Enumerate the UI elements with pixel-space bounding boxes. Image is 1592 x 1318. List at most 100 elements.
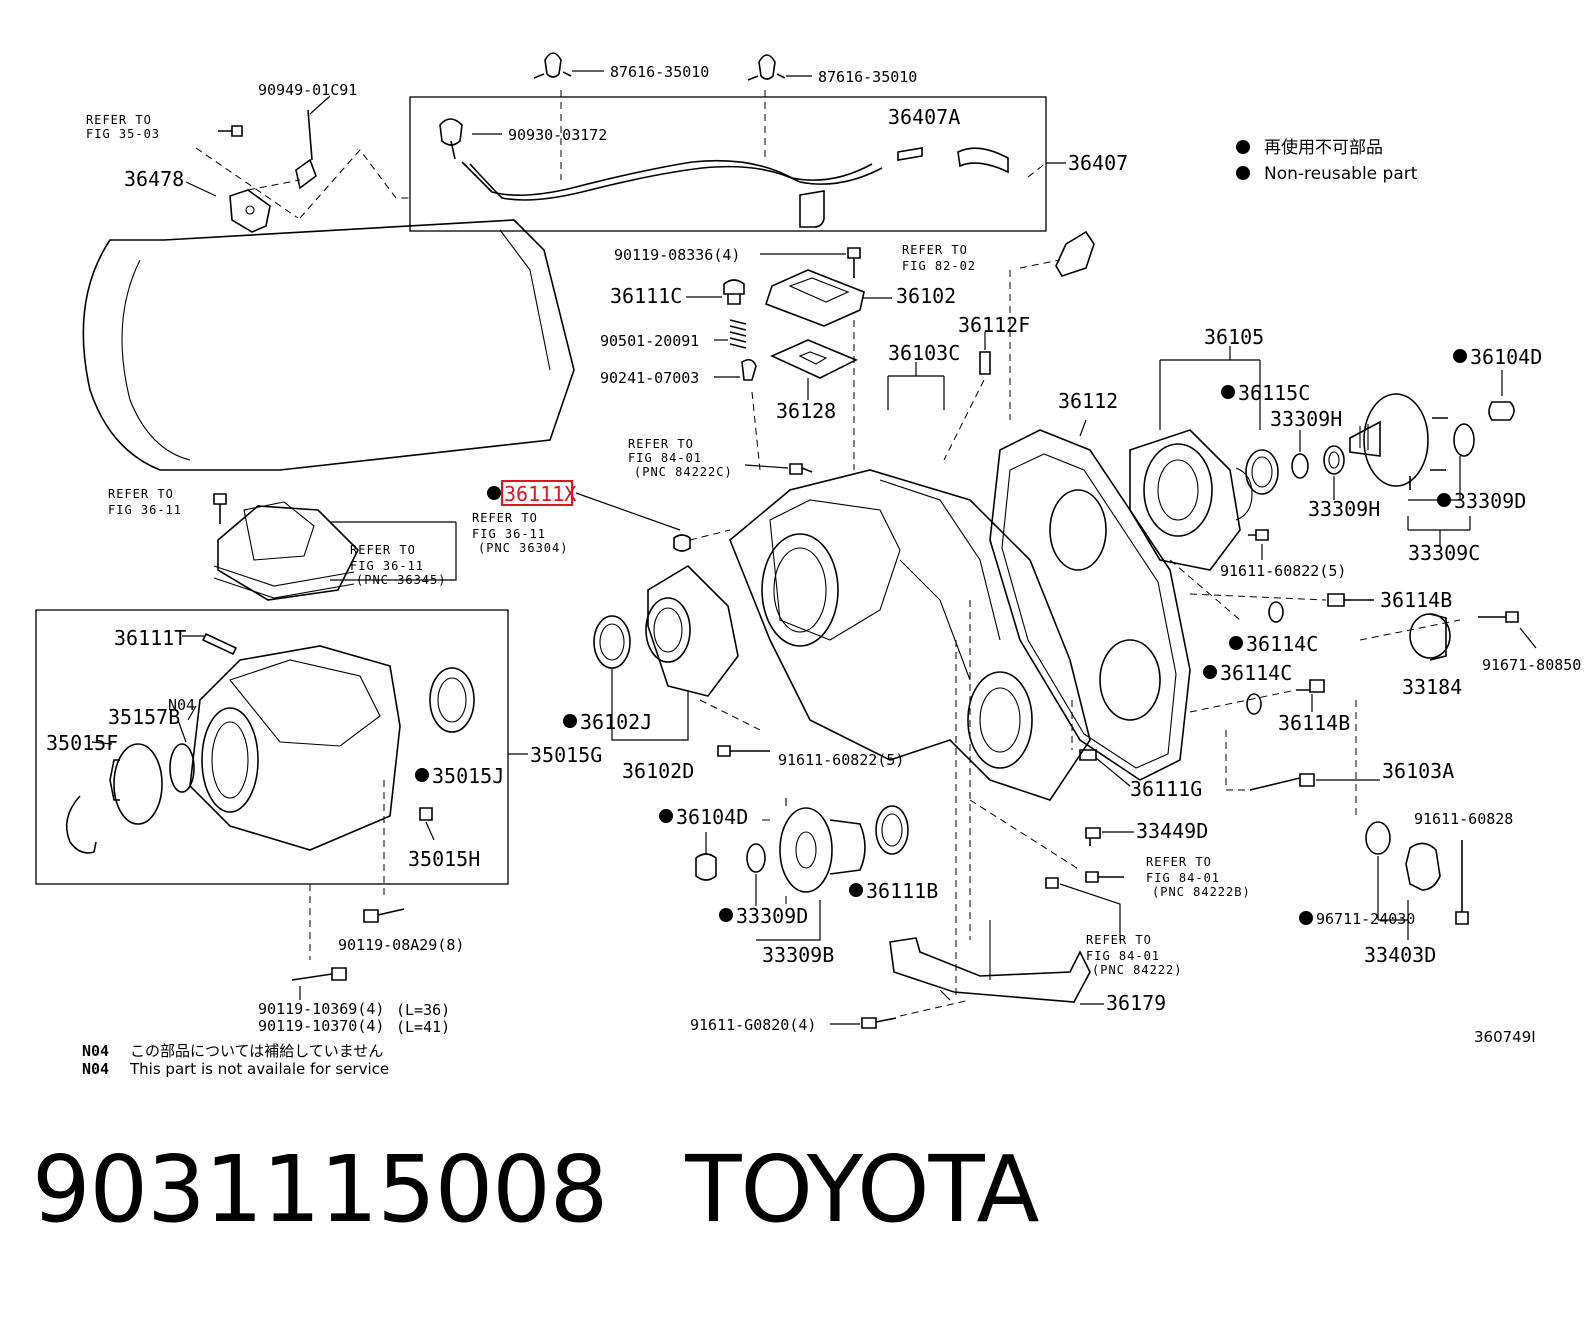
- figure-id: 360749I: [1474, 1028, 1536, 1046]
- label-36105: 36105: [1204, 325, 1264, 349]
- adapter-36102D: [645, 564, 739, 697]
- label-35015F: 35015F: [46, 731, 118, 755]
- sleeve-33403D: [1405, 842, 1441, 891]
- bolt-90119-08336: [847, 247, 861, 278]
- legend-dot-ja: [1236, 140, 1250, 154]
- label-36112: 36112: [1058, 389, 1118, 413]
- label-35015J: 35015J: [432, 764, 504, 788]
- legend-nonreusable-en: Non-reusable part: [1264, 164, 1418, 184]
- seal-36115C: [1245, 449, 1279, 495]
- gasket-36128: [770, 339, 858, 379]
- transfer-case-36103: [729, 469, 1091, 801]
- ref-36-11-b-l1: REFER TO: [472, 511, 538, 525]
- washer-36114C-a: [1268, 601, 1284, 623]
- label-33309H-a: 33309H: [1270, 407, 1342, 431]
- bolt-36114B-b: [1296, 679, 1325, 693]
- ref-84-01-l1: REFER TO: [1086, 933, 1152, 947]
- label-91671: 91671-80850: [1482, 656, 1581, 674]
- label-36102J: 36102J: [580, 710, 652, 734]
- case-cover-36112: [989, 429, 1191, 781]
- label-87616-left: 87616-35010: [610, 63, 709, 81]
- label-L41: (L=41): [396, 1018, 450, 1036]
- label-90501: 90501-20091: [600, 332, 699, 350]
- bolt-90119-08A29: [363, 908, 405, 923]
- label-36112F: 36112F: [958, 313, 1030, 337]
- seal-36102J: [593, 615, 631, 669]
- ref-84-01-l3: (PNC 84222): [1092, 963, 1182, 977]
- label-36407: 36407: [1068, 151, 1128, 175]
- label-36104D-r: 36104D: [1470, 345, 1542, 369]
- label-33309D-l: 33309D: [736, 904, 808, 928]
- label-36114C-a: 36114C: [1246, 632, 1318, 656]
- label-91611-60822-a: 91611-60822(5): [1220, 562, 1346, 580]
- ref-82-02-l1: REFER TO: [902, 243, 968, 257]
- hose-36407A: [799, 147, 923, 228]
- label-90241: 90241-07003: [600, 369, 699, 387]
- nut-36104D-r: [1488, 401, 1515, 421]
- snap-ring-35015F: [65, 795, 97, 854]
- washer-33309H-a: [1291, 453, 1309, 479]
- transmission-outline: [82, 219, 575, 471]
- bolt-36103A: [1249, 773, 1315, 791]
- label-36111G: 36111G: [1130, 777, 1202, 801]
- label-90119-08A29: 90119-08A29(8): [338, 936, 464, 954]
- bolt-90119-10369: [291, 967, 347, 981]
- washer-36114C-b: [1246, 693, 1262, 715]
- bolt-91671: [1478, 611, 1519, 623]
- bolt-ref-84-01-c: [789, 463, 813, 475]
- ref-36-11-a-l1: REFER TO: [108, 487, 174, 501]
- breather-hose: [461, 159, 873, 196]
- flange-33309C: [1349, 393, 1448, 490]
- note-ja: この部品については補給していません: [130, 1042, 383, 1060]
- nonreusable-dot-36114C-a: [1229, 636, 1243, 650]
- label-36111X[interactable]: 36111X: [504, 482, 576, 506]
- label-36104D-l: 36104D: [676, 805, 748, 829]
- pin-36112F: [979, 351, 991, 375]
- plug-36111X[interactable]: [673, 534, 691, 552]
- extension-36105: [1129, 429, 1253, 571]
- plug-33449D: [1085, 827, 1101, 846]
- plug-36111C: [723, 279, 745, 305]
- pump-ref-36-11: [213, 501, 359, 601]
- ref-36-11-c-l2: FIG 36-11: [350, 559, 424, 573]
- pin-36111T: [201, 632, 238, 656]
- label-87616-right: 87616-35010: [818, 68, 917, 86]
- washer-33309H-b: [1323, 445, 1345, 475]
- bolt-ref-35-03: [218, 125, 243, 137]
- label-33309H-b: 33309H: [1308, 497, 1380, 521]
- nonreusable-dot-35015J: [415, 768, 429, 782]
- label-33309B: 33309B: [762, 943, 834, 967]
- nonreusable-dot-33309D-l: [719, 908, 733, 922]
- nonreusable-dot-33309D-r: [1437, 493, 1451, 507]
- pin-35015H: [419, 807, 433, 821]
- ref-36-11-b-l2: FIG 36-11: [472, 527, 546, 541]
- flange-33309B: [762, 798, 866, 904]
- bolt-ref-84-01: [1045, 877, 1059, 889]
- nut-36104D-l: [695, 853, 717, 881]
- bolt-36114B-a: [1327, 593, 1374, 607]
- label-90930: 90930-03172: [508, 126, 607, 144]
- clip-90949: [295, 109, 317, 190]
- washer-33309D-r: [1453, 423, 1475, 457]
- label-36407A: 36407A: [888, 105, 960, 129]
- bracket-36478: [229, 189, 271, 233]
- label-35157B: 35157B: [108, 705, 180, 729]
- breather-plug-90930: [439, 118, 463, 160]
- note-en: This part is not availale for service: [129, 1060, 389, 1078]
- legend-dot-en: [1236, 166, 1250, 180]
- label-33403D: 33403D: [1364, 943, 1436, 967]
- damper-33184: [1409, 613, 1451, 661]
- nonreusable-dot-36104D-r: [1453, 349, 1467, 363]
- label-36114C-b: 36114C: [1220, 661, 1292, 685]
- label-36114B-a: 36114B: [1380, 588, 1452, 612]
- bolt-91611-60828: [1455, 840, 1469, 925]
- label-90119-10370: 90119-10370(4): [258, 1017, 384, 1035]
- ref-84-01-b-l2: FIG 84-01: [1146, 871, 1220, 885]
- label-36111B: 36111B: [866, 879, 938, 903]
- label-33309D-r: 33309D: [1454, 489, 1526, 513]
- ref-35-03-l2: FIG 35-03: [86, 127, 160, 141]
- label-36102D: 36102D: [622, 759, 694, 783]
- label-36179: 36179: [1106, 991, 1166, 1015]
- label-36103A: 36103A: [1382, 759, 1454, 783]
